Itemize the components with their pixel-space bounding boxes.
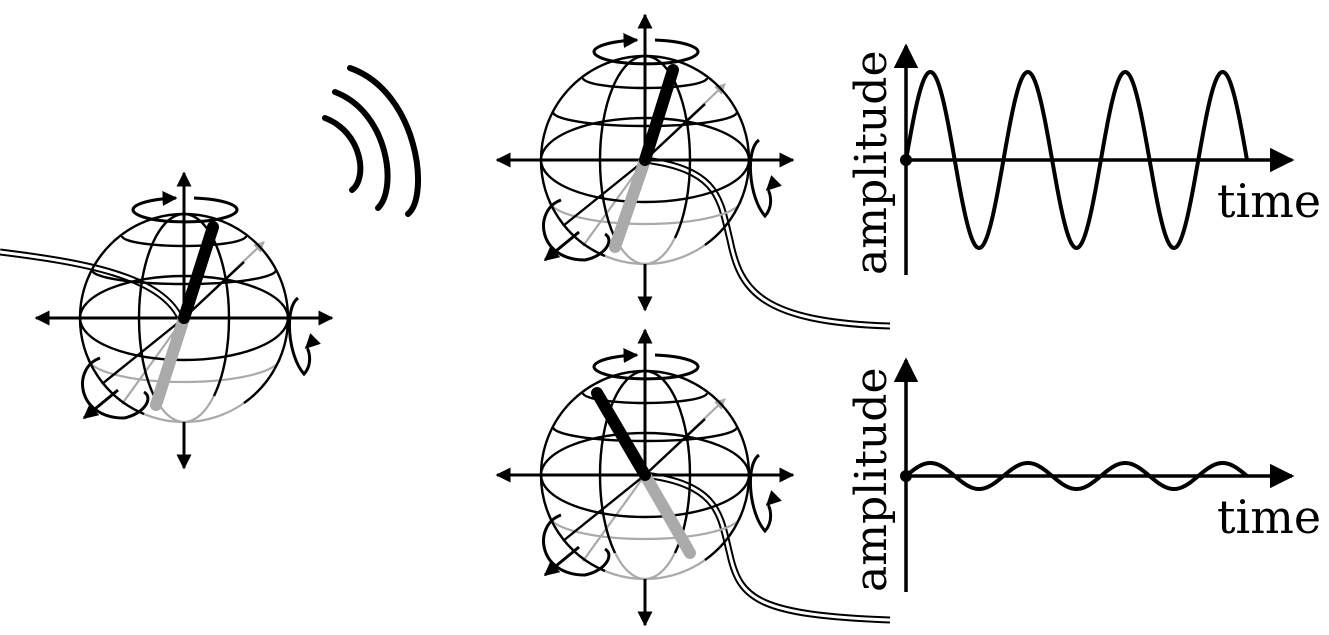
top-plot-xlabel: time (1217, 174, 1321, 228)
bloch-sphere-icon (497, 330, 793, 625)
bottom-plot-xlabel: time (1217, 490, 1321, 544)
bloch-sphere-icon (36, 173, 332, 468)
top-plot-ylabel: amplitude (846, 51, 897, 276)
bloch-sphere-icon (497, 15, 793, 310)
signal-waves-icon (322, 65, 421, 217)
top-plot: amplitude time (846, 43, 1321, 276)
bottom-plot-ylabel: amplitude (846, 368, 897, 593)
bottom-plot-origin-dot (900, 470, 912, 482)
top-plot-origin-dot (900, 154, 912, 166)
bottom-plot: amplitude time (846, 357, 1321, 593)
coaxial-cable-icon (0, 156, 891, 624)
bottom-plot-signal-curve (904, 460, 1249, 492)
top-plot-signal-curve (904, 69, 1249, 251)
